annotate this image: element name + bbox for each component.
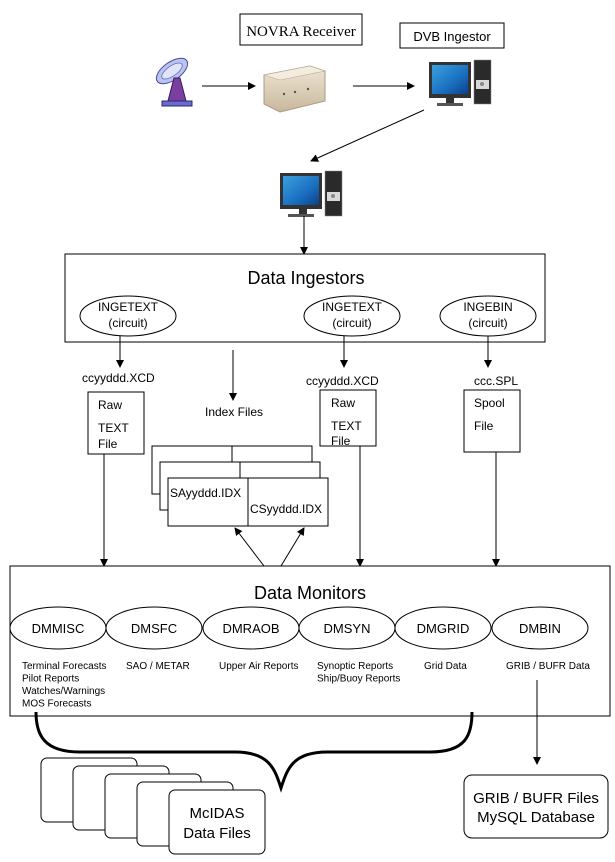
novra-receiver-label-box: NOVRA Receiver	[239, 13, 363, 46]
process-description: Terminal Forecasts	[22, 661, 106, 672]
ingestor-process-ingetext-1: INGETEXT (circuit)	[79, 295, 177, 337]
monitor-process-dmraob: DMRAOB Upper Air Reports	[202, 606, 300, 672]
mcidas-data-files-stack: McIDAS Data Files	[40, 757, 266, 855]
sa-index-filename: SAyyddd.IDX	[170, 486, 241, 500]
process-description: Pilot Reports	[22, 674, 79, 685]
process-description: Grid Data	[424, 661, 467, 672]
process-name: DMRAOB	[222, 621, 279, 636]
mcidas-label-line: McIDAS	[189, 805, 244, 822]
process-name: INGETEXT	[322, 300, 383, 314]
mid-xcd-filename: ccyyddd.XCD	[306, 374, 379, 388]
process-description: Watches/Warnings	[22, 686, 105, 697]
arrow-monitor-to-cs-index	[280, 527, 305, 567]
mcidas-file-front	[168, 789, 266, 855]
process-type: (circuit)	[468, 316, 507, 330]
monitor-process-dmsfc: DMSFC SAO / METAR	[105, 606, 203, 672]
file-line: Raw	[98, 398, 122, 412]
process-name: DMBIN	[519, 621, 561, 636]
process-description: MOS Forecasts	[22, 699, 91, 710]
satellite-dish-icon	[155, 57, 193, 107]
receiver-device-icon	[263, 65, 327, 113]
process-description: Ship/Buoy Reports	[317, 674, 400, 685]
process-type: (circuit)	[108, 316, 147, 330]
process-type: (circuit)	[332, 316, 371, 330]
spool-file: Spool File	[463, 389, 521, 453]
novra-receiver-label: NOVRA Receiver	[246, 24, 356, 40]
mcidas-label-line: Data Files	[183, 825, 251, 842]
left-xcd-filename: ccyyddd.XCD	[82, 371, 155, 385]
cs-index-filename: CSyyddd.IDX	[250, 502, 322, 516]
mid-raw-text-file: Raw TEXT File	[319, 389, 377, 448]
dvb-ingestor-computer-icon	[429, 59, 492, 106]
process-name: DMSYN	[324, 621, 371, 636]
process-ellipse	[491, 606, 589, 650]
ingestor-process-ingetext-2: INGETEXT (circuit)	[303, 295, 401, 337]
process-name: DMGRID	[417, 621, 470, 636]
process-description: SAO / METAR	[126, 661, 190, 672]
index-files-label: Index Files	[205, 405, 263, 419]
dvb-ingestor-label-box: DVB Ingestor	[399, 22, 505, 49]
file-line: TEXT	[331, 419, 362, 433]
monitor-process-dmbin: DMBIN GRIB / BUFR Data	[491, 606, 590, 672]
arrow-dvb-to-ingest-computer	[310, 109, 425, 162]
process-name: INGEBIN	[463, 300, 512, 314]
grib-label-line: GRIB / BUFR Files	[473, 790, 599, 807]
process-description: Synoptic Reports	[317, 661, 393, 672]
ingestor-process-ingebin: INGEBIN (circuit)	[439, 295, 537, 337]
file-line: Raw	[331, 396, 355, 410]
file-line: Spool	[474, 396, 505, 410]
process-name: DMMISC	[32, 621, 85, 636]
monitor-process-dmgrid: DMGRID Grid Data	[394, 606, 492, 672]
process-ellipse	[105, 606, 203, 650]
dvb-ingestor-label: DVB Ingestor	[413, 29, 491, 44]
process-ellipse	[394, 606, 492, 650]
grib-label-line: MySQL Database	[477, 809, 595, 826]
spool-filename: ccc.SPL	[474, 374, 518, 388]
data-monitors-title: Data Monitors	[254, 583, 366, 603]
process-description: GRIB / BUFR Data	[506, 661, 590, 672]
file-line: TEXT	[98, 421, 129, 435]
data-ingestors-title: Data Ingestors	[247, 268, 364, 288]
brace-to-mcidas	[34, 711, 474, 793]
file-line: File	[331, 434, 351, 448]
process-description: Upper Air Reports	[219, 661, 298, 672]
file-line: File	[474, 419, 494, 433]
process-name: INGETEXT	[98, 300, 159, 314]
left-raw-text-file: Raw TEXT File	[87, 391, 145, 455]
ingest-computer-icon	[280, 170, 343, 217]
file-line: File	[98, 437, 118, 451]
index-files-stack: SAyyddd.IDX CSyyddd.IDX	[151, 445, 329, 527]
grib-bufr-database: GRIB / BUFR Files MySQL Database	[463, 774, 609, 839]
process-name: DMSFC	[131, 621, 177, 636]
arrow-monitor-to-sa-index	[234, 527, 265, 567]
